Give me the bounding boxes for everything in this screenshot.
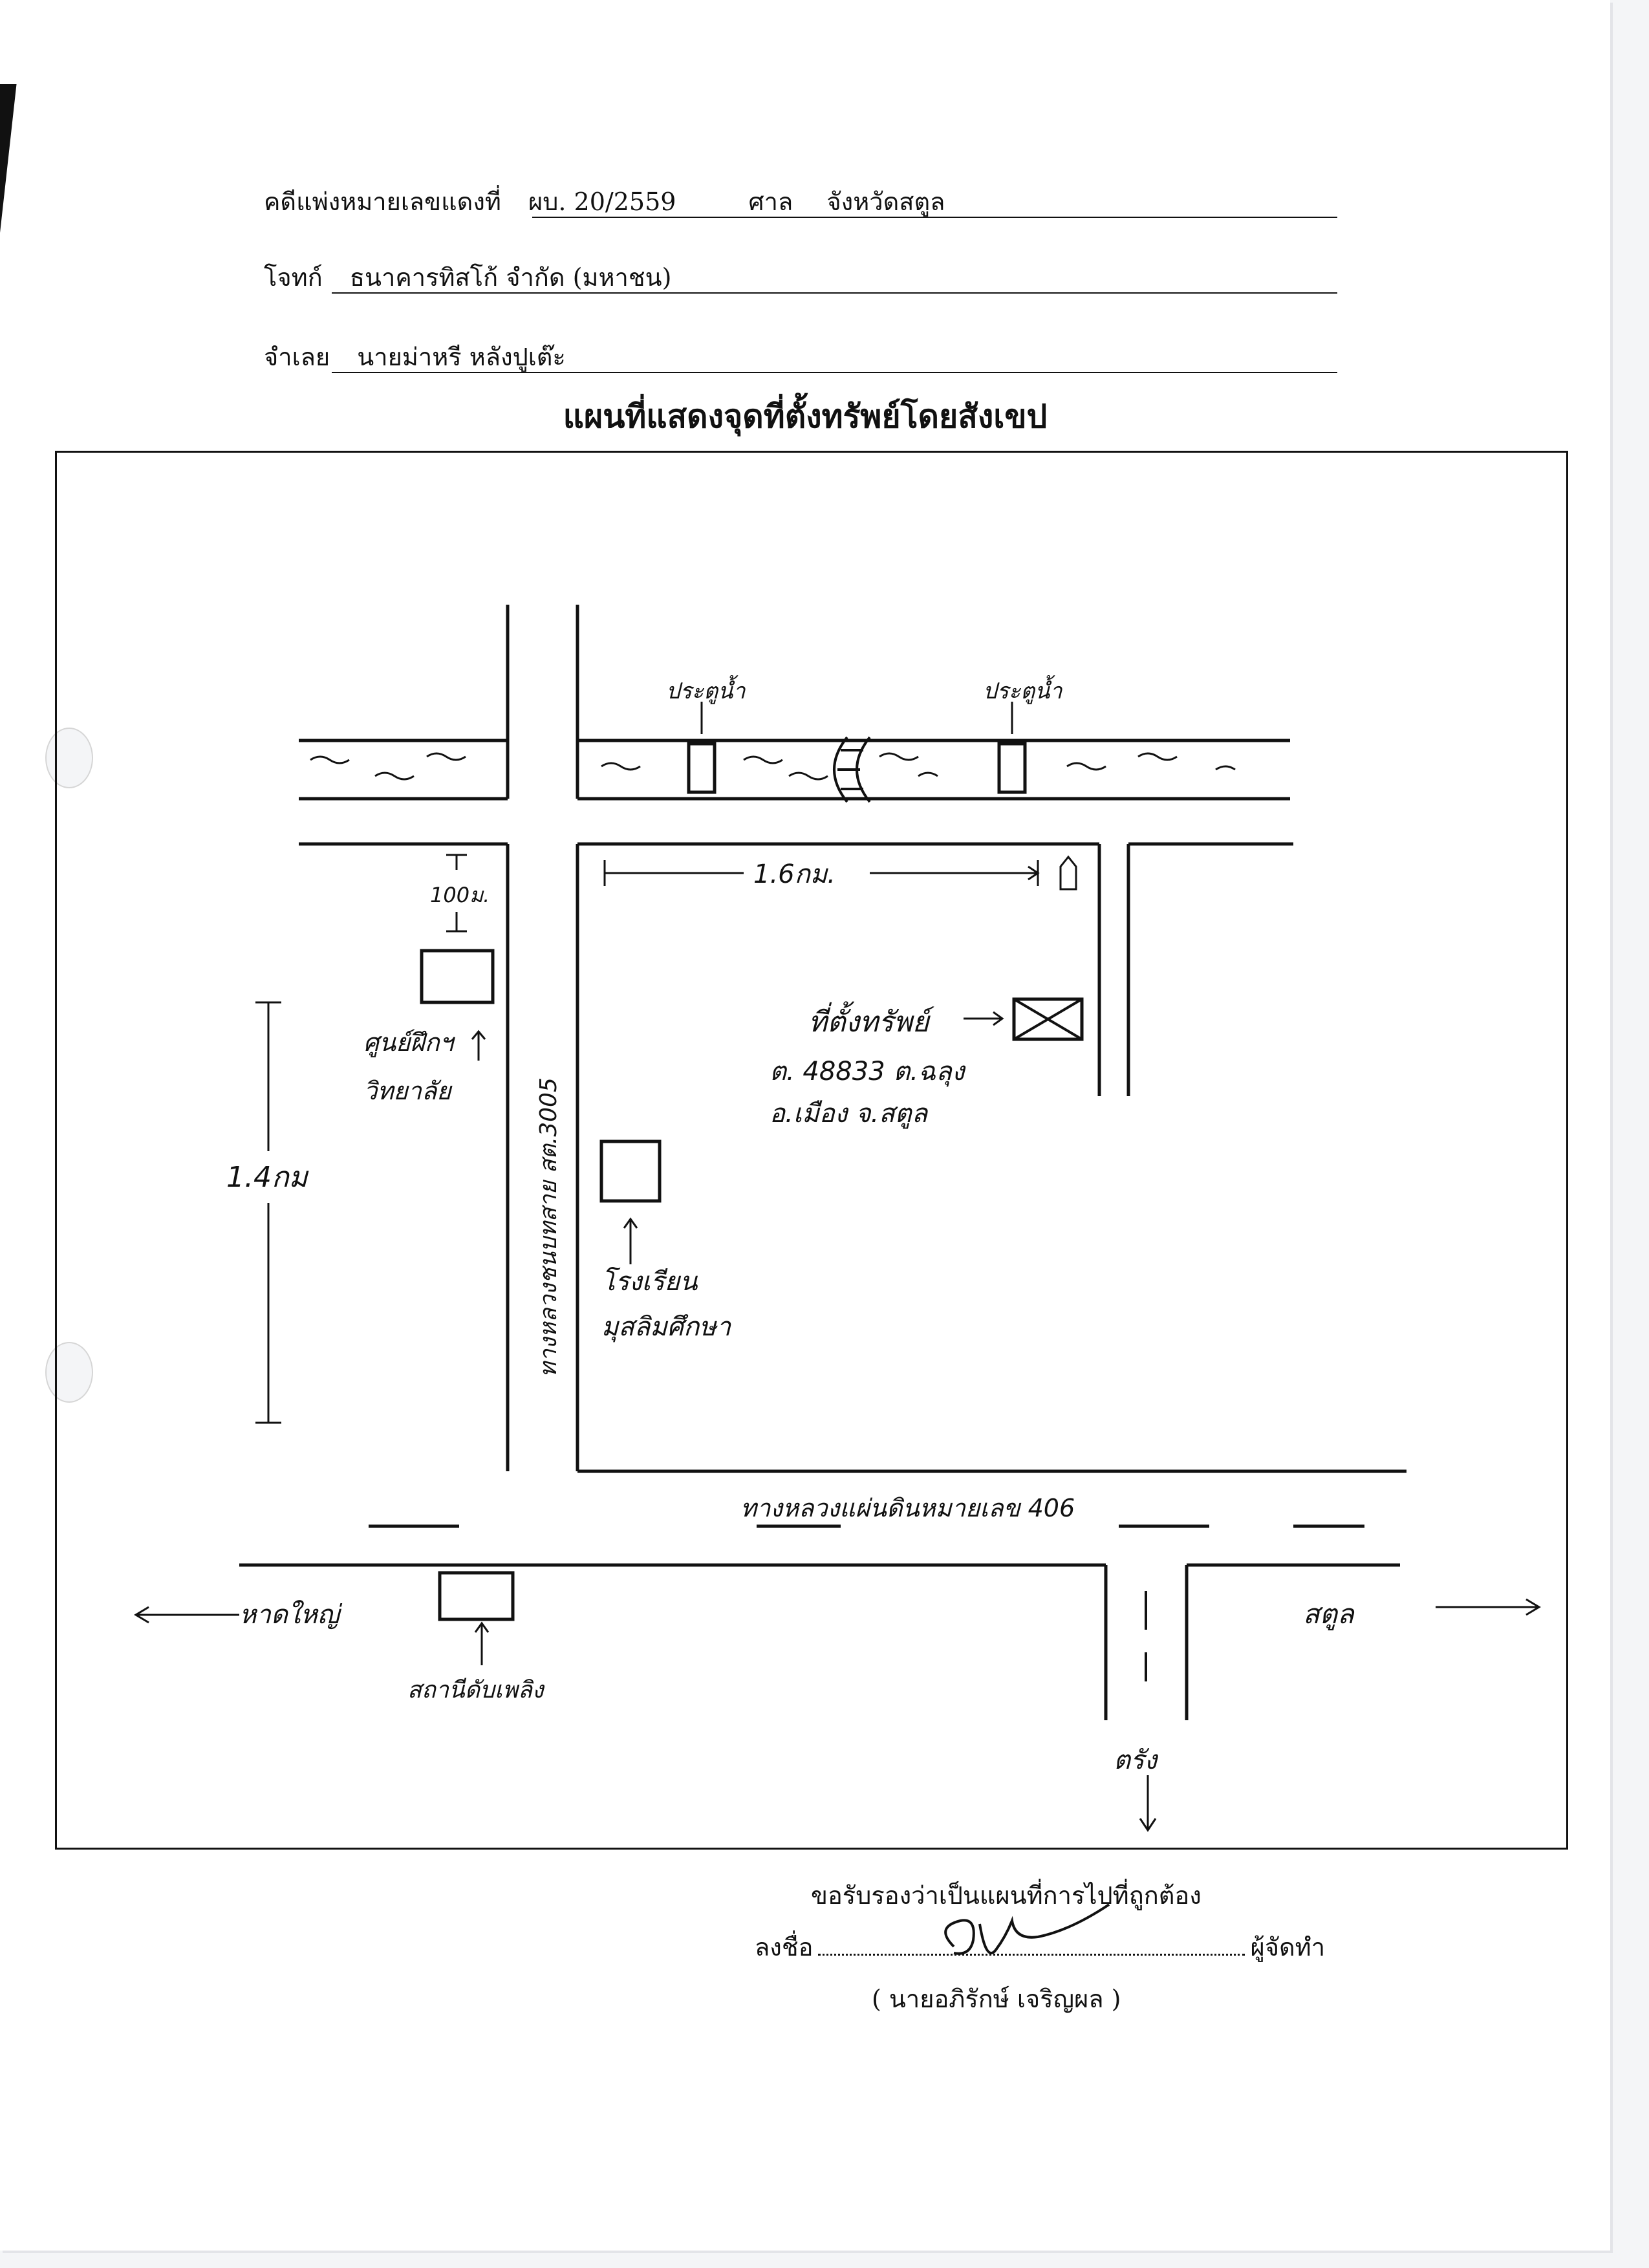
property-arrow: [964, 1011, 1004, 1026]
plaintiff-fill-line: [332, 292, 1337, 294]
case-label: คดีแพ่งหมายเลขแดงที่: [264, 188, 501, 216]
satun-arrow: [1436, 1598, 1541, 1616]
school-box: [599, 1139, 662, 1203]
defendant-fill-line: [332, 371, 1337, 373]
preparer-name: ( นายอภิรักษ์ เจริญผล ): [872, 1985, 1121, 2013]
bridge: [833, 736, 871, 803]
road-3005-label: ทางหลวงชนบทสาย สต.3005: [535, 1077, 562, 1377]
plaintiff-label: โจทก์: [264, 263, 323, 292]
canal-gate-right-box: [997, 742, 1027, 794]
punch-hole-bottom: [45, 1342, 93, 1403]
school-label-line1: โรงเรียน: [601, 1266, 698, 1297]
certification-statement: ขอรับรองว่าเป็นแผนที่การไปที่ถูกต้อง: [811, 1881, 1202, 1910]
house-icon: [1059, 855, 1077, 891]
hat-yai-label: หาดใหญ่: [239, 1600, 343, 1630]
sign-label: ลงชื่อ: [755, 1933, 814, 1961]
document-page: คดีแพ่งหมายเลขแดงที่ ผบ. 20/2559 ศาล จัง…: [0, 0, 1610, 2251]
college-box: [420, 949, 495, 1004]
defendant-row: จำเลย นายม่าหรี หลังปูเต๊ะ: [264, 334, 1337, 380]
map-title: แผนที่แสดงจุดที่ตั้งทรัพย์โดยสังเขป: [563, 398, 1048, 435]
punch-hole-top: [45, 728, 93, 788]
property-deed-label: ต. 48833 ต.ฉลุง: [770, 1057, 966, 1087]
case-number: ผบ. 20/2559: [528, 188, 676, 216]
property-district-label: อ.เมือง จ.สตูล: [770, 1099, 929, 1129]
upper-road: [299, 842, 1293, 1096]
satun-label: สตูล: [1303, 1598, 1355, 1630]
plaintiff-row: โจทก์ ธนาคารทิสโก้ จำกัด (มหาชน): [264, 255, 1337, 300]
plaintiff-name: ธนาคารทิสโก้ จำกัด (มหาชน): [349, 263, 672, 292]
signature-dots: [818, 1934, 1245, 1956]
case-fill-line: [532, 216, 1337, 218]
highway-406: [239, 1469, 1406, 1720]
station-box: [438, 1571, 515, 1621]
distance-1-6km-label: 1.6กม.: [753, 859, 835, 889]
trang-label: ตรัง: [1114, 1745, 1158, 1775]
school-arrow: [623, 1217, 638, 1264]
school-label-line2: มุสลิมศึกษา: [601, 1312, 732, 1343]
college-label-line1: ศูนย์ฝึกฯ: [363, 1028, 456, 1057]
property-label: ที่ตั้งทรัพย์: [808, 1001, 934, 1039]
property-marker: [1012, 997, 1084, 1041]
distance-1-6km-marker: [603, 860, 1040, 886]
defendant-name: นายม่าหรี หลังปูเต๊ะ: [357, 343, 566, 371]
distance-100m-marker: [446, 854, 467, 933]
canal-gate-left-label: ประตูน้ำ: [666, 675, 746, 704]
hat-yai-arrow: [134, 1606, 239, 1624]
college-arrow: [471, 1030, 486, 1061]
station-arrow: [474, 1621, 490, 1665]
vertical-road: [506, 605, 579, 1471]
college-label-line2: วิทยาลัย: [363, 1077, 453, 1105]
highway-406-label: ทางหลวงแผ่นดินหมายเลข 406: [740, 1494, 1075, 1522]
canal-gate-left-box: [687, 742, 717, 794]
court-label: ศาล: [748, 188, 793, 216]
case-number-row: คดีแพ่งหมายเลขแดงที่ ผบ. 20/2559 ศาล จัง…: [264, 179, 1337, 224]
distance-100m-label: 100ม.: [430, 883, 490, 907]
canal-gate-right-label: ประตูน้ำ: [983, 675, 1062, 704]
station-label: สถานีดับเพลิง: [407, 1677, 545, 1703]
canal: [299, 739, 1290, 801]
map-frame: [55, 451, 1568, 1850]
defendant-label: จำเลย: [264, 343, 330, 371]
distance-1-4km-marker: [255, 1001, 281, 1424]
preparer-role: ผู้จัดทำ: [1250, 1933, 1326, 1961]
court-name: จังหวัดสตูล: [826, 188, 945, 216]
signature-line: ลงชื่อ ผู้จัดทำ: [755, 1927, 1325, 1967]
distance-1-4km-label: 1.4กม: [226, 1161, 309, 1194]
trang-arrow: [1139, 1775, 1157, 1832]
handwritten-signature: [944, 1903, 1110, 1955]
